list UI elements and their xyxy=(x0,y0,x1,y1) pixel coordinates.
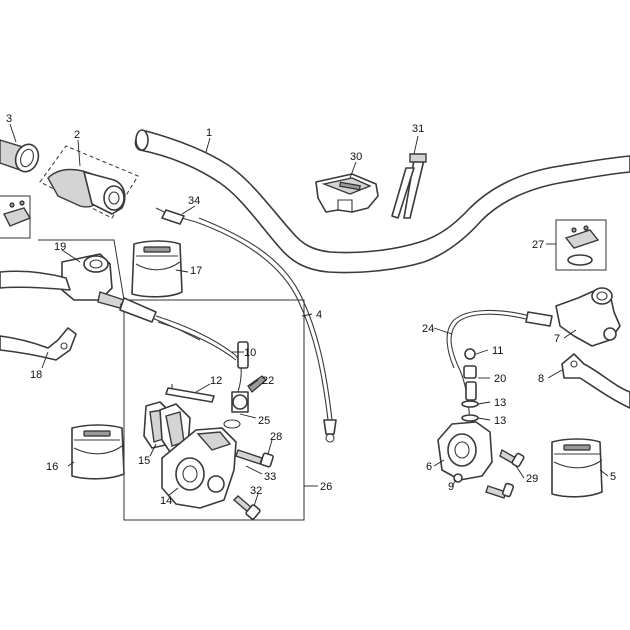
callout-4: 4 xyxy=(316,309,322,321)
callout-32: 32 xyxy=(250,485,262,497)
rear-cover xyxy=(551,438,603,498)
callout-33: 33 xyxy=(264,471,276,483)
throttle-grip xyxy=(39,145,139,219)
front-brake-box xyxy=(38,239,305,521)
rear-reservoir xyxy=(437,421,493,483)
callout-24: 24 xyxy=(422,323,434,335)
front-cover xyxy=(71,424,125,480)
callout-19: 19 xyxy=(54,241,66,253)
callout-30: 30 xyxy=(350,151,362,163)
left-switch-parts xyxy=(0,195,32,239)
cable-ties xyxy=(391,153,427,219)
callout-10: 10 xyxy=(244,347,256,359)
callout-9: 9 xyxy=(448,481,454,493)
callout-29: 29 xyxy=(526,473,538,485)
callout-17: 17 xyxy=(190,265,202,277)
callout-2: 2 xyxy=(74,129,80,141)
callout-labels: 1 2 3 4 5 6 7 8 9 10 11 12 13 13 14 15 1… xyxy=(6,113,616,507)
callout-25: 25 xyxy=(258,415,270,427)
front-master-cylinder xyxy=(0,253,237,361)
master-cylinder-cover-front xyxy=(131,240,183,298)
callout-22: 22 xyxy=(262,375,274,387)
front-brake-pads xyxy=(143,401,191,453)
callout-20: 20 xyxy=(494,373,506,385)
callout-12: 12 xyxy=(210,375,222,387)
rear-brake-hose xyxy=(446,309,553,421)
front-lever xyxy=(0,327,77,361)
pad-pin xyxy=(165,384,215,403)
front-hose-end xyxy=(223,341,267,429)
callout-13a: 13 xyxy=(494,397,506,409)
callout-15: 15 xyxy=(138,455,150,467)
callout-34: 34 xyxy=(188,195,200,207)
rear-master-cylinder xyxy=(555,287,621,347)
callout-6: 6 xyxy=(426,461,432,473)
callout-27: 27 xyxy=(532,239,544,251)
bar-pad xyxy=(315,173,379,213)
handlebar xyxy=(134,129,630,274)
rear-small-parts xyxy=(555,219,607,271)
leader-lines xyxy=(9,123,609,507)
callout-1: 1 xyxy=(206,127,212,139)
caliper-bolts xyxy=(232,449,274,520)
callout-16: 16 xyxy=(46,461,58,473)
callout-13b: 13 xyxy=(494,415,506,427)
callout-31: 31 xyxy=(412,123,424,135)
front-caliper xyxy=(161,427,237,509)
callout-5: 5 xyxy=(610,471,616,483)
clutch-cable xyxy=(155,207,337,443)
callout-26: 26 xyxy=(320,481,332,493)
callout-18: 18 xyxy=(30,369,42,381)
callout-28: 28 xyxy=(270,431,282,443)
callout-14: 14 xyxy=(160,495,172,507)
grip-end xyxy=(0,139,40,173)
rear-bolts xyxy=(485,448,525,499)
callout-8: 8 xyxy=(538,373,544,385)
rear-hose-fittings xyxy=(461,348,479,422)
callout-3: 3 xyxy=(6,113,12,125)
callout-7: 7 xyxy=(554,333,560,345)
rear-lever xyxy=(561,353,630,409)
callout-11: 11 xyxy=(492,345,503,357)
